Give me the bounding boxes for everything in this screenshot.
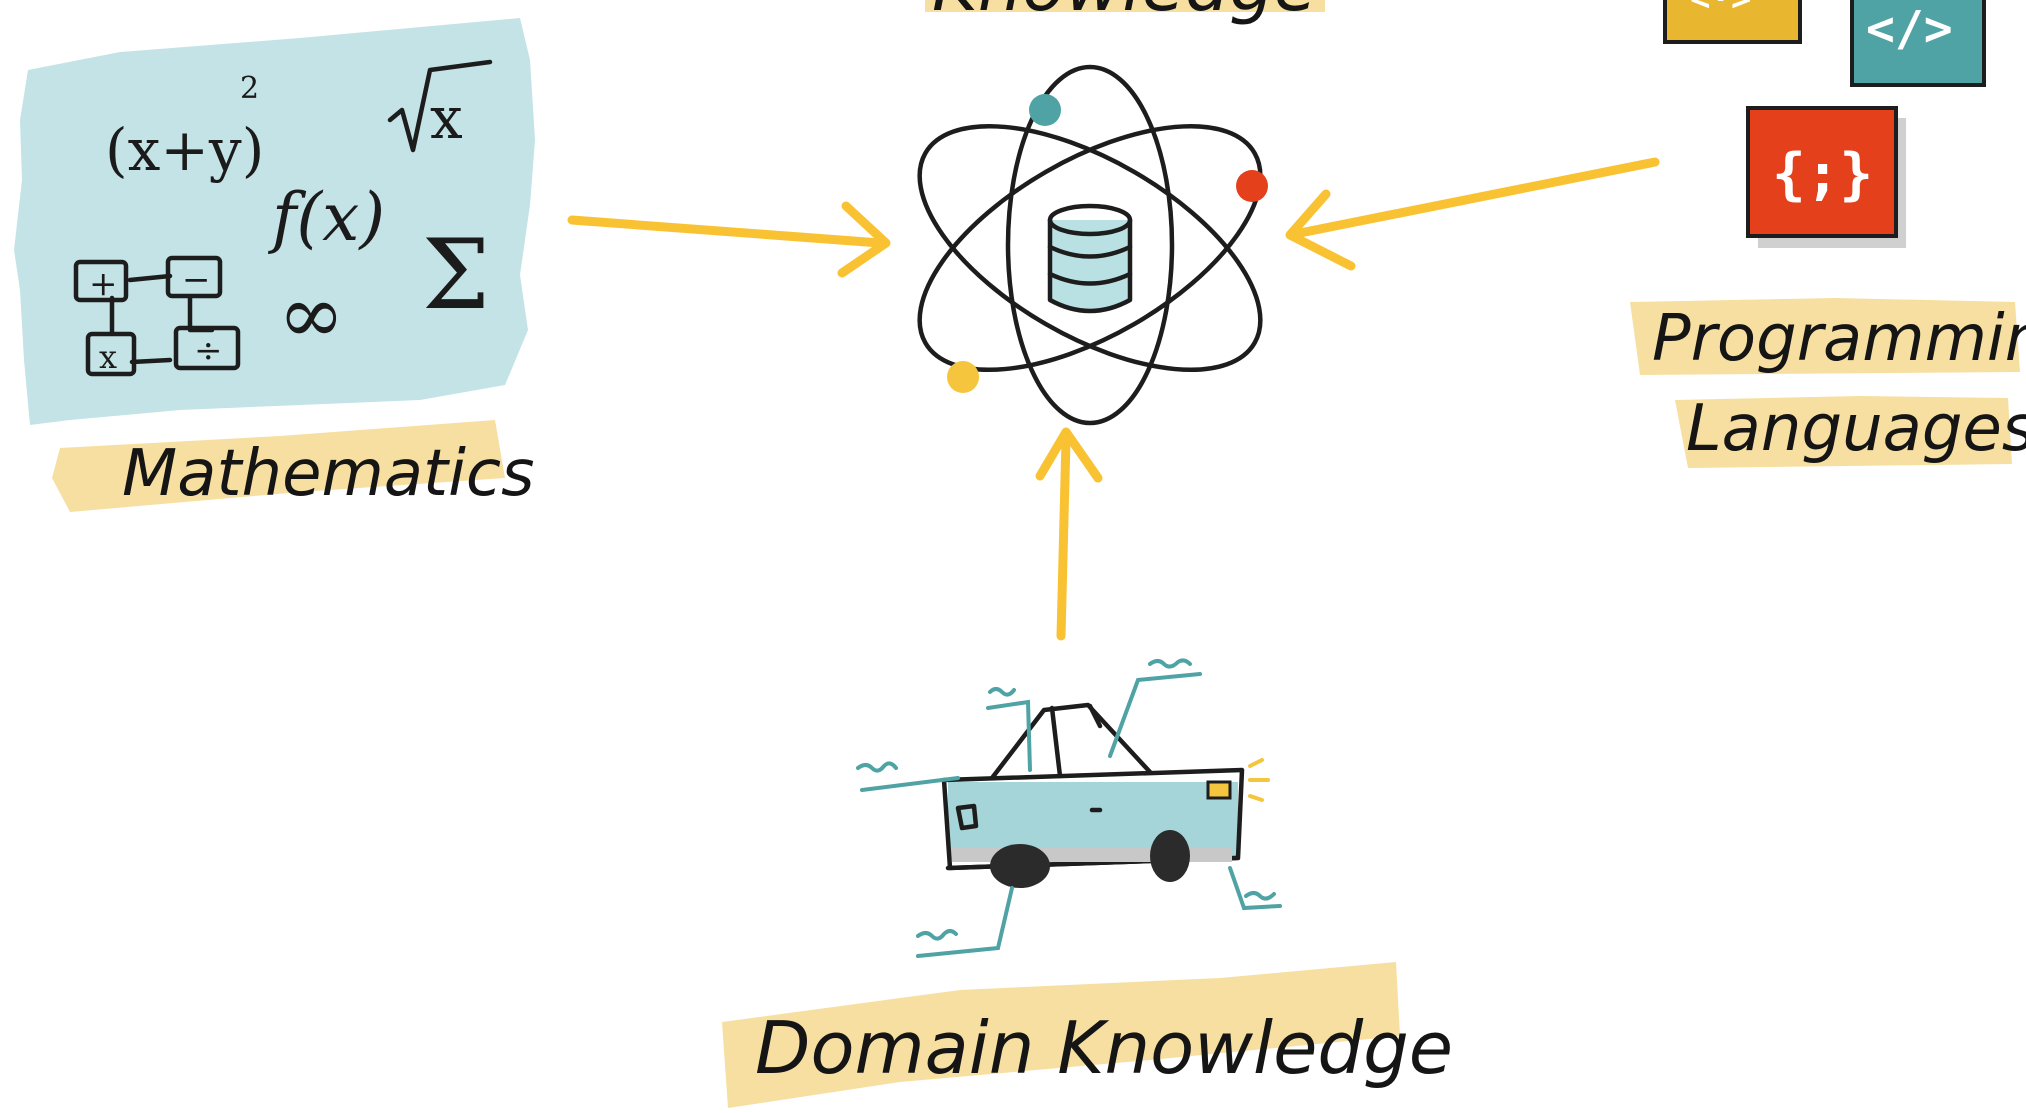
car-wheel-rear [990,844,1050,888]
languages-label-highlight [1675,396,2012,468]
car-headlight [1206,780,1232,800]
plus-box [73,259,129,303]
minus-box [165,255,223,299]
top-label-text: Knowledge [932,0,1317,27]
code-tile-yellow-symbol: <·> [1690,0,1751,19]
sqrt-icon [387,59,493,153]
mathematics-label: Mathematics [122,437,534,511]
atom-electron-yellow [947,361,979,393]
code-tile-teal [1850,0,1986,87]
data-science-atom-icon [917,64,1268,426]
programming-label-line1: Programming [1652,302,2026,376]
code-tile-red [1746,106,1898,238]
divide-symbol: ÷ [194,331,223,371]
code-tile-red-symbol: {;} [1772,142,1873,207]
database-icon [1047,203,1133,314]
math-infinity: ∞ [278,268,345,361]
arrow-programming-to-center [1285,157,1660,271]
car-icon [941,702,1245,888]
domain-knowledge-group: Domain Knowledge [722,658,1453,1108]
domain-label-highlight [722,962,1400,1108]
arrow-mathematics-to-center [567,201,891,278]
car-wheel-front [1150,830,1190,882]
programming-label-highlight [1630,298,2020,375]
top-label-highlight [925,0,1325,12]
plus-symbol: + [89,264,118,304]
divide-box [173,325,241,371]
math-function: f(x) [267,179,385,256]
times-symbol: x [99,338,117,376]
mathematics-label-highlight [52,420,505,512]
programming-label-line2: Languages [1686,392,2026,466]
car-motion-lines [856,658,1282,958]
programming-languages-group: <·> </> {;} Programming Languages [1630,0,2026,468]
operator-flow-diagram: + − x ÷ [73,255,241,377]
math-sqrt-var: x [430,84,463,152]
domain-label: Domain Knowledge [755,1006,1453,1090]
code-tile-yellow [1663,0,1802,44]
top-label: Knowledge [925,0,1325,27]
mathematics-card: (x+y) 2 x f(x) ∞ Σ + − x ÷ Mathematics [14,18,535,512]
atom-electron-teal [1029,94,1061,126]
code-tile-teal-symbol: </> [1866,1,1953,57]
math-square-exponent: 2 [240,71,259,106]
atom-electron-red [1236,170,1268,202]
minus-symbol: − [182,260,211,300]
arrow-domain-to-center [1035,427,1103,641]
times-box [85,331,137,377]
math-square-expr: (x+y) [105,116,264,184]
math-sum: Σ [422,219,490,331]
